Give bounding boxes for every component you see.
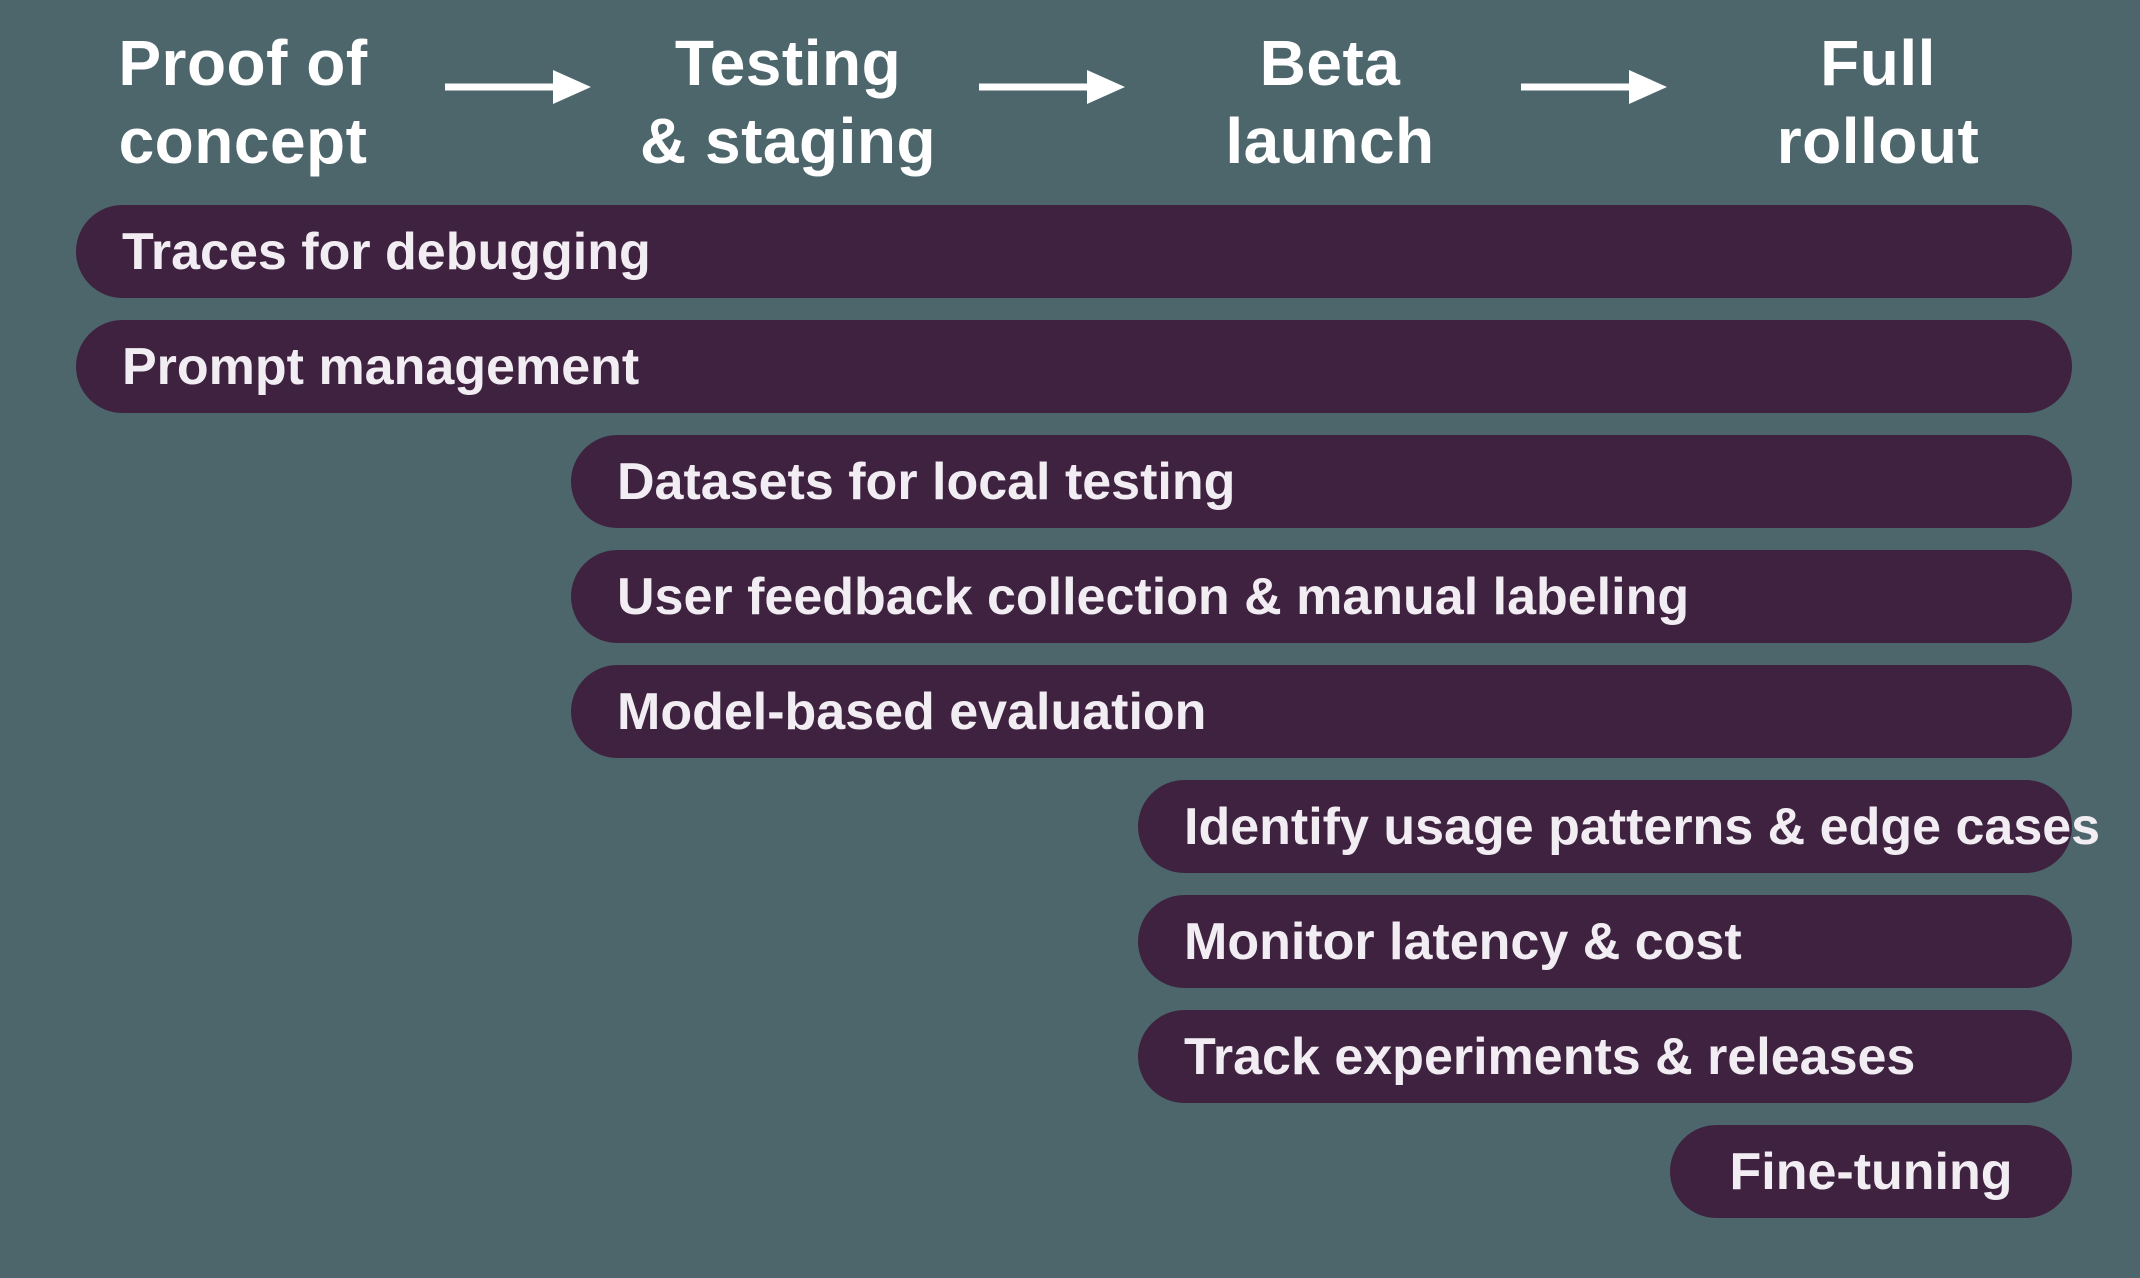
phase-header-line: concept <box>118 105 368 177</box>
gantt-bar-label: Fine-tuning <box>1729 1142 2013 1201</box>
phase-header-line: Beta <box>1259 27 1401 99</box>
phase-header-full-rollout: Full rollout <box>1658 24 2098 180</box>
phase-header-testing-staging: Testing & staging <box>568 24 1008 180</box>
phase-header-line: launch <box>1225 105 1435 177</box>
phase-header-line: Proof of <box>118 27 368 99</box>
gantt-bar-user-feedback-collection: User feedback collection & manual labeli… <box>571 550 2072 643</box>
phase-header-proof-of-concept: Proof of concept <box>23 24 463 180</box>
gantt-bar-label: Monitor latency & cost <box>1184 912 1742 971</box>
gantt-bar-monitor-latency-cost: Monitor latency & cost <box>1138 895 2072 988</box>
gantt-bar-label: User feedback collection & manual labeli… <box>617 567 1690 626</box>
gantt-bar-prompt-management: Prompt management <box>76 320 2072 413</box>
gantt-bar-label: Model-based evaluation <box>617 682 1207 741</box>
gantt-bar-identify-usage-patterns: Identify usage patterns & edge cases <box>1138 780 2100 873</box>
gantt-bar-fine-tuning: Fine-tuning <box>1670 1125 2072 1218</box>
gantt-bar-traces-for-debugging: Traces for debugging <box>76 205 2072 298</box>
gantt-bar-track-experiments-releases: Track experiments & releases <box>1138 1010 2072 1103</box>
gantt-bar-label: Traces for debugging <box>122 222 651 281</box>
right-arrow-icon <box>979 70 1125 104</box>
phase-header-beta-launch: Beta launch <box>1110 24 1550 180</box>
gantt-bar-label: Track experiments & releases <box>1184 1027 1916 1086</box>
gantt-bar-label: Datasets for local testing <box>617 452 1236 511</box>
phase-header-line: & staging <box>639 105 937 177</box>
right-arrow-icon <box>445 70 591 104</box>
phase-header-line: Testing <box>674 27 902 99</box>
right-arrow-icon <box>1521 70 1667 104</box>
gantt-bar-model-based-evaluation: Model-based evaluation <box>571 665 2072 758</box>
gantt-bar-datasets-for-local-testing: Datasets for local testing <box>571 435 2072 528</box>
gantt-bar-label: Identify usage patterns & edge cases <box>1184 797 2101 856</box>
phase-header-line: Full <box>1820 27 1936 99</box>
phase-header-line: rollout <box>1776 105 1980 177</box>
gantt-bar-label: Prompt management <box>122 337 640 396</box>
